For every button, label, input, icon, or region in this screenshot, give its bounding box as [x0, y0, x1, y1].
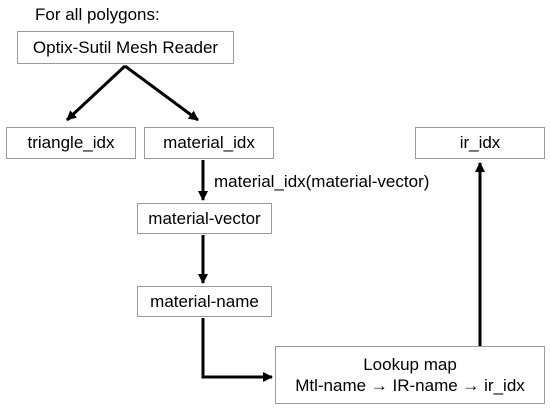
edge-reader-to-triangle: [65, 64, 127, 122]
node-ir-idx: ir_idx: [415, 127, 545, 159]
node-triangle-idx: triangle_idx: [6, 127, 136, 159]
node-material-name: material-name: [137, 286, 272, 317]
diagram-title: For all polygons:: [35, 5, 160, 24]
node-lookup-map: Lookup map Mtl-name → IR-name → ir_idx: [275, 346, 545, 404]
edge-reader-to-material-idx: [124, 64, 199, 122]
edge-name-to-lookup: [201, 318, 273, 382]
node-mesh-reader: Optix-Sutil Mesh Reader: [17, 31, 234, 64]
edge-label-material-idx: material_idx(material-vector): [214, 172, 430, 191]
node-material-vector: material-vector: [137, 203, 272, 234]
node-material-idx: material_idx: [144, 127, 274, 159]
lookup-mapping: Mtl-name → IR-name → ir_idx: [295, 376, 525, 395]
lookup-title: Lookup map: [363, 355, 457, 374]
